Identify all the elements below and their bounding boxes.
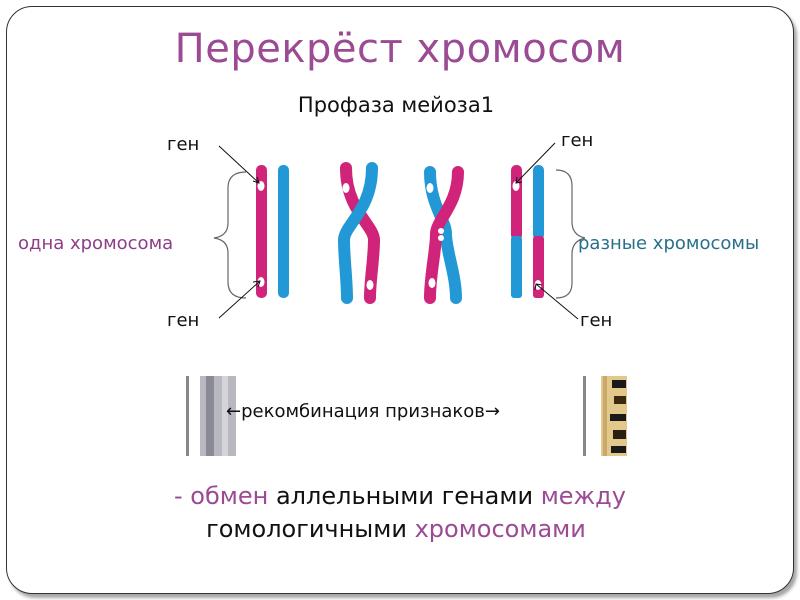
gene-marker [426,183,434,193]
pointer-line [515,142,556,184]
slide-title: Перекрёст хромосом [174,26,626,72]
left-photo-strip [186,376,236,456]
left-brace [213,171,247,299]
gene-marker [342,183,350,193]
blue-chromosome [278,165,289,298]
chromosome-pair-stage-2 [337,162,381,304]
slide-frame [6,6,794,594]
arrowhead [252,280,261,288]
grey-texture-highlight [222,376,228,456]
right-photo-strip [583,376,627,456]
one-chromosome-label: одна хромосома [18,233,174,254]
gene-marker [438,228,444,234]
blue-chromosome [337,162,378,304]
pointer-line [218,145,260,184]
gene-pointer-lines [218,142,579,320]
gene-marker [428,278,436,288]
blue-segment [511,236,522,298]
gene-marker [512,181,520,191]
arrowhead [252,176,260,184]
blue-chromosome [424,166,462,304]
chromosome-pair-stage-4 [511,165,544,298]
band [611,446,626,453]
gene-marker [366,280,374,290]
conclusion-line-1: - обмен аллельными генами между [0,482,800,510]
conclusion-exchange: - обмен [174,482,269,510]
pink-chromosome [340,162,381,304]
conclusion-allelic-genes: аллельными генами [268,482,541,510]
pink-chromosome [256,165,267,298]
recombination-label: ←рекомбинация признаков→ [226,401,500,422]
arrowhead [515,176,523,184]
gene-label-top-right: ген [561,130,594,151]
gene-label-bottom-right: ген [580,310,613,331]
chromosome-pair-stage-1 [256,165,289,298]
conclusion-homologous: гомологичными [206,515,415,543]
pink-segment [511,165,522,240]
band [614,396,626,404]
band [610,414,626,421]
chromosome-pair-stage-3 [424,166,464,304]
pointer-line [535,283,579,320]
gene-label-top-left: ген [167,134,200,155]
gene-marker [438,235,444,241]
pointer-line [218,280,261,319]
grey-texture-shade [206,376,214,456]
blue-segment [533,165,544,240]
slide-subtitle: Профаза мейоза1 [297,93,495,117]
conclusion-line-2: гомологичными хромосомами [0,515,792,543]
pink-chromosome [424,166,464,304]
arrowhead [534,283,543,291]
band [613,430,626,439]
strip-edge [583,376,586,456]
conclusion-between: между [540,482,626,510]
conclusion-chromosomes: хромосомами [414,515,586,543]
right-brace [555,169,586,299]
band [612,380,626,388]
strip-edge [186,376,189,456]
gene-label-bottom-left: ген [167,310,200,331]
band-shade [603,376,607,456]
different-chromosomes-label: разные хромосомы [578,233,760,254]
